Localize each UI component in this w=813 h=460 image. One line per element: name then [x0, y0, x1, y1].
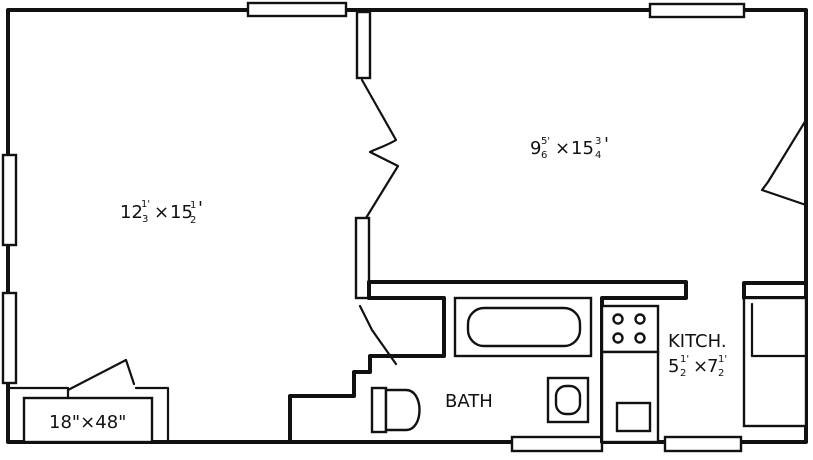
- windows: [1, 1, 746, 453]
- kitchen-cabinet: [742, 296, 808, 428]
- bedroom-door: [760, 118, 808, 207]
- svg-text:2: 2: [190, 215, 196, 226]
- svg-text:4: 4: [595, 150, 601, 161]
- svg-text:15: 15: [571, 138, 594, 159]
- svg-text:12: 12: [120, 202, 143, 223]
- svg-text:×: ×: [693, 356, 708, 377]
- svg-text:1': 1': [680, 354, 689, 365]
- svg-text:3: 3: [142, 214, 148, 225]
- svg-text:2: 2: [680, 368, 686, 379]
- svg-text:6: 6: [541, 150, 547, 161]
- svg-text:1': 1': [141, 199, 150, 210]
- window-top-right: [648, 2, 746, 19]
- svg-text:1': 1': [718, 354, 727, 365]
- window-left-upper: [1, 153, 18, 247]
- svg-text:5': 5': [541, 136, 550, 147]
- bedroom-label: 9 5' 6 × 15 3 4 ': [530, 134, 609, 161]
- svg-text:3: 3: [595, 136, 601, 147]
- kitchen-counter: [600, 350, 660, 444]
- svg-text:15: 15: [170, 202, 193, 223]
- window-bottom-bath: [510, 435, 604, 453]
- window-left-lower: [1, 291, 18, 385]
- bath-label: BATH: [445, 391, 493, 412]
- svg-text:': ': [198, 198, 203, 219]
- living-room-label: 12 1' 3 × 15 1 2 ': [120, 198, 203, 226]
- svg-text:1: 1: [190, 200, 196, 211]
- svg-text:9: 9: [530, 138, 541, 159]
- window-top-left: [246, 1, 348, 18]
- kitchen-label: KITCH. 5 1' 2 × 7 1' 2: [668, 331, 727, 379]
- window-bottom-kitchen: [663, 435, 743, 453]
- svg-text:': ': [604, 134, 609, 155]
- svg-text:×: ×: [555, 138, 570, 159]
- partition-living-bedroom: [354, 10, 400, 300]
- stove: [600, 304, 660, 354]
- bathtub: [453, 296, 593, 358]
- svg-text:2: 2: [718, 368, 724, 379]
- svg-text:7: 7: [707, 356, 718, 377]
- svg-text:×: ×: [154, 202, 169, 223]
- closet: [6, 358, 170, 444]
- svg-text:KITCH.: KITCH.: [668, 331, 727, 352]
- svg-text:5: 5: [668, 356, 679, 377]
- bath-sink: [546, 376, 590, 424]
- closet-label: 18"×48": [49, 412, 126, 433]
- toilet: [370, 386, 421, 434]
